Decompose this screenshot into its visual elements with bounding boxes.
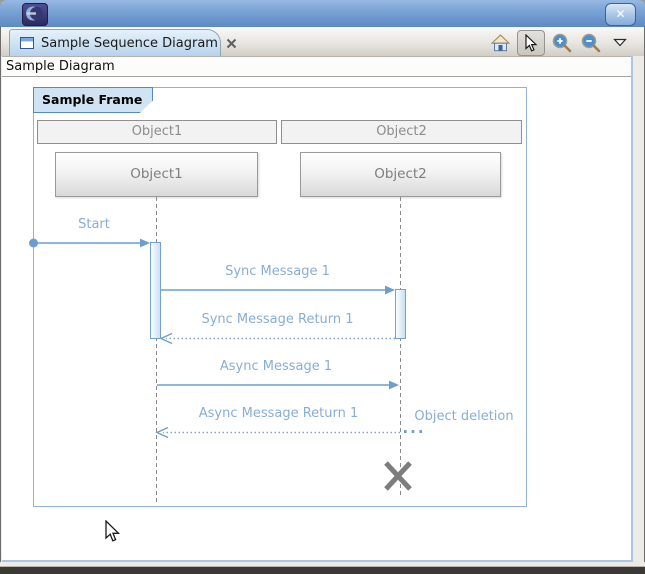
zoom-in-button[interactable] bbox=[550, 31, 574, 55]
lifeline-head-object1[interactable]: Object1 bbox=[55, 152, 258, 197]
zoom-out-button[interactable] bbox=[579, 31, 603, 55]
sync-return-1-label[interactable]: Sync Message Return 1 bbox=[160, 312, 395, 327]
start-message-label[interactable]: Start bbox=[58, 217, 130, 232]
chevron-down-icon bbox=[613, 38, 627, 47]
tab-title: Sample Sequence Diagram bbox=[41, 36, 218, 51]
eclipse-logo-icon bbox=[22, 3, 48, 26]
editor-file-icon bbox=[20, 37, 34, 49]
view-menu-button[interactable] bbox=[608, 31, 632, 55]
async-return-1-label[interactable]: Async Message Return 1 bbox=[157, 406, 400, 421]
async-message-1-label[interactable]: Async Message 1 bbox=[157, 359, 395, 374]
window-bottom-edge bbox=[0, 566, 645, 574]
cursor-icon bbox=[524, 34, 538, 52]
window-titlebar[interactable]: ✕ bbox=[0, 0, 645, 28]
home-icon bbox=[491, 34, 510, 52]
select-tool-button[interactable] bbox=[517, 30, 545, 56]
sync-message-1-label[interactable]: Sync Message 1 bbox=[160, 264, 395, 279]
editor-tab-bar: Sample Sequence Diagram bbox=[1, 27, 644, 56]
diagram-name-header: Sample Diagram bbox=[2, 56, 631, 77]
lifeline-head-object2[interactable]: Object2 bbox=[300, 152, 501, 197]
window-close-button[interactable]: ✕ bbox=[605, 3, 636, 26]
mouse-cursor-icon bbox=[104, 520, 121, 547]
column-header-object2[interactable]: Object2 bbox=[281, 120, 522, 144]
zoom-in-icon bbox=[551, 32, 573, 54]
frame-label[interactable]: Sample Frame bbox=[33, 87, 153, 113]
home-button[interactable] bbox=[488, 31, 512, 55]
zoom-out-icon bbox=[580, 32, 602, 54]
diagram-toolbar bbox=[488, 29, 632, 56]
tab-close-icon[interactable] bbox=[226, 38, 237, 49]
tab-sample-sequence-diagram[interactable]: Sample Sequence Diagram bbox=[9, 29, 221, 56]
column-header-object1[interactable]: Object1 bbox=[37, 120, 277, 144]
object-deletion-ellipsis: ... bbox=[400, 419, 428, 437]
interaction-frame[interactable] bbox=[33, 87, 527, 507]
